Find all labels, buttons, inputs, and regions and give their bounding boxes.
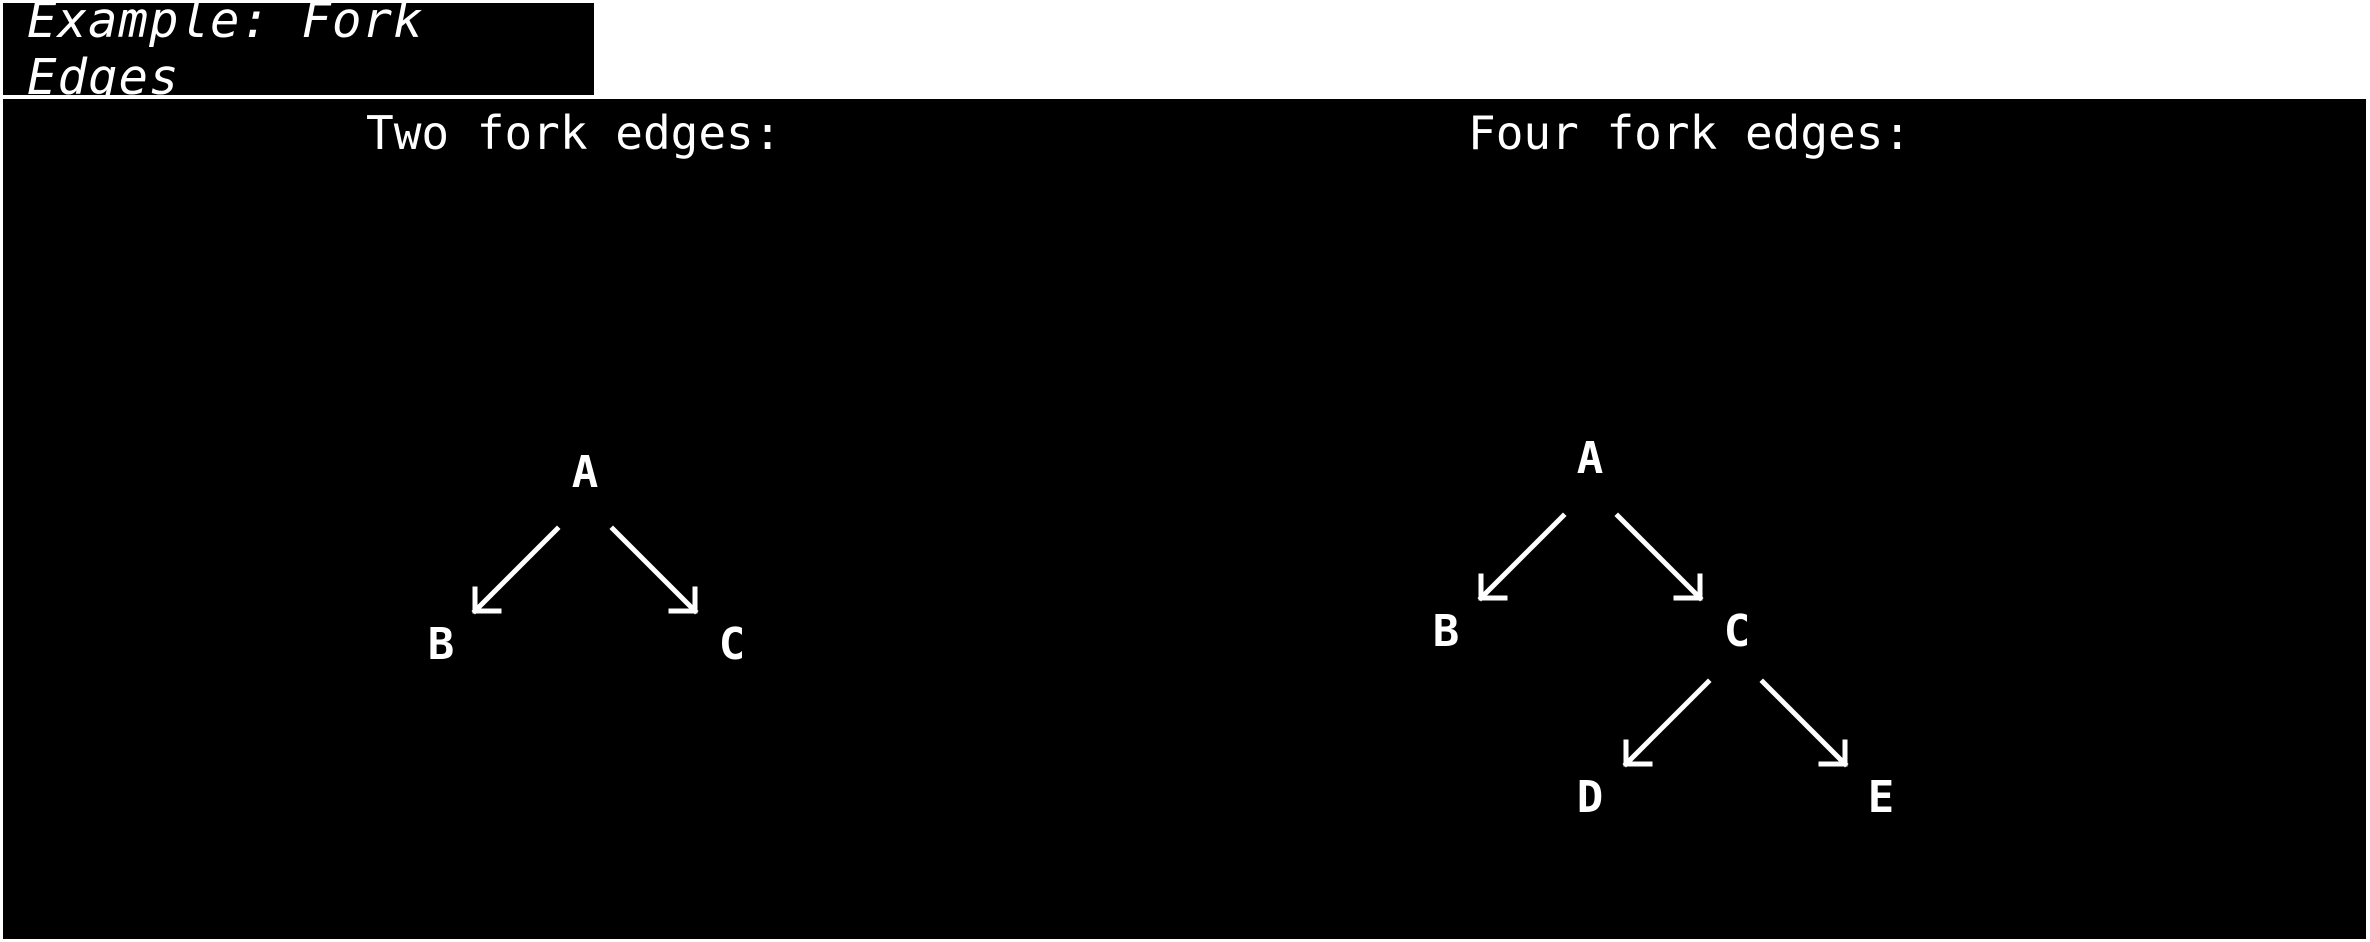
node-B: B bbox=[428, 619, 455, 670]
edge-C-E bbox=[1759, 678, 1849, 768]
node-C: C bbox=[719, 619, 746, 670]
edge-A-C bbox=[1614, 512, 1704, 602]
diagram-four-fork-edges: A B C D E bbox=[1433, 433, 1895, 823]
edge-A-C bbox=[609, 525, 699, 615]
edge-A-B bbox=[471, 525, 561, 615]
diagram-title: Example: Fork Edges bbox=[3, 0, 594, 106]
edge-C-D bbox=[1622, 678, 1712, 768]
node-C: C bbox=[1724, 606, 1751, 657]
diagram-panel bbox=[3, 99, 2366, 939]
heading-four-fork-edges: Four fork edges: bbox=[1468, 106, 1912, 160]
node-B: B bbox=[1433, 606, 1460, 657]
edge-A-B bbox=[1477, 512, 1567, 602]
heading-two-fork-edges: Two fork edges: bbox=[366, 106, 782, 160]
node-D: D bbox=[1577, 772, 1604, 823]
node-A: A bbox=[1577, 433, 1604, 484]
diagram-two-fork-edges: A B C bbox=[428, 447, 746, 670]
node-E: E bbox=[1868, 772, 1895, 823]
node-A: A bbox=[572, 447, 599, 498]
